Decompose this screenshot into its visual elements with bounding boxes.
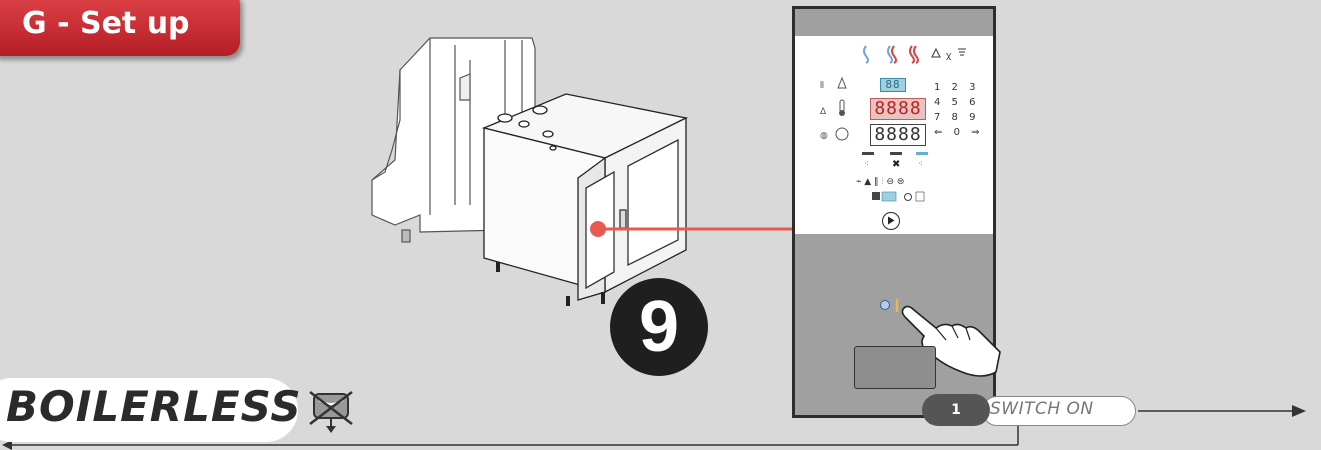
callout-dot <box>590 221 606 237</box>
svg-text:◍: ◍ <box>820 131 828 141</box>
numeric-keypad: 1 2 3 4 5 6 7 8 9 ⇐ 0 ⇒ <box>934 80 984 140</box>
panel-mode-icons: ⁖ ✖ ⁖ ⌁ ▲ ‖ ⫶ ⊖ ⊜ <box>856 152 928 202</box>
display-small-top: 88 <box>880 78 906 92</box>
right-arrow-icon <box>1292 405 1306 417</box>
step-number: 9 <box>610 278 708 376</box>
keypad-row: 1 2 3 <box>934 82 980 93</box>
panel-slot-opening <box>854 346 936 389</box>
keypad-right-icon: ⇒ <box>971 127 984 138</box>
keypad-key-zero: 0 <box>953 127 964 138</box>
instruction-pill <box>982 396 1136 426</box>
boilerless-label: BOILERLESS <box>6 382 302 431</box>
oven-body <box>481 93 689 306</box>
left-arrow-icon <box>2 440 12 450</box>
svg-text:✖: ✖ <box>892 159 900 170</box>
instruction-number: 1 <box>922 394 990 426</box>
instruction-label: SWITCH ON <box>990 399 1094 419</box>
keypad-row: 4 5 6 <box>934 97 980 108</box>
section-title: G - Set up <box>22 5 190 41</box>
power-switch-on-mark[interactable] <box>894 298 900 314</box>
svg-text:Δ: Δ <box>820 107 827 117</box>
svg-text:⌁ ▲ ‖ ⫶ ⊖ ⊜: ⌁ ▲ ‖ ⫶ ⊖ ⊜ <box>856 176 904 187</box>
svg-text:⁖: ⁖ <box>918 159 923 168</box>
start-button[interactable] <box>882 212 900 230</box>
power-switch-off[interactable] <box>880 300 890 310</box>
keypad-row-bottom: ⇐ 0 ⇒ <box>934 125 984 140</box>
svg-text:⁖: ⁖ <box>864 159 869 168</box>
boilerless-pill <box>0 378 298 442</box>
keypad-left-icon: ⇐ <box>934 127 947 138</box>
svg-text:⦀: ⦀ <box>820 81 824 91</box>
svg-text:ꭓ: ꭓ <box>946 51 952 61</box>
section-badge: G - Set up <box>0 0 240 56</box>
play-icon <box>888 216 895 225</box>
heat-mode-icons: ꭓ <box>863 45 966 64</box>
display-time: 8888 <box>870 124 926 146</box>
no-boiler-icon <box>309 391 353 433</box>
display-temperature: 8888 <box>870 98 926 120</box>
panel-left-icons: ⦀ Δ ◍ <box>820 76 849 141</box>
keypad-row: 7 8 9 <box>934 112 980 123</box>
